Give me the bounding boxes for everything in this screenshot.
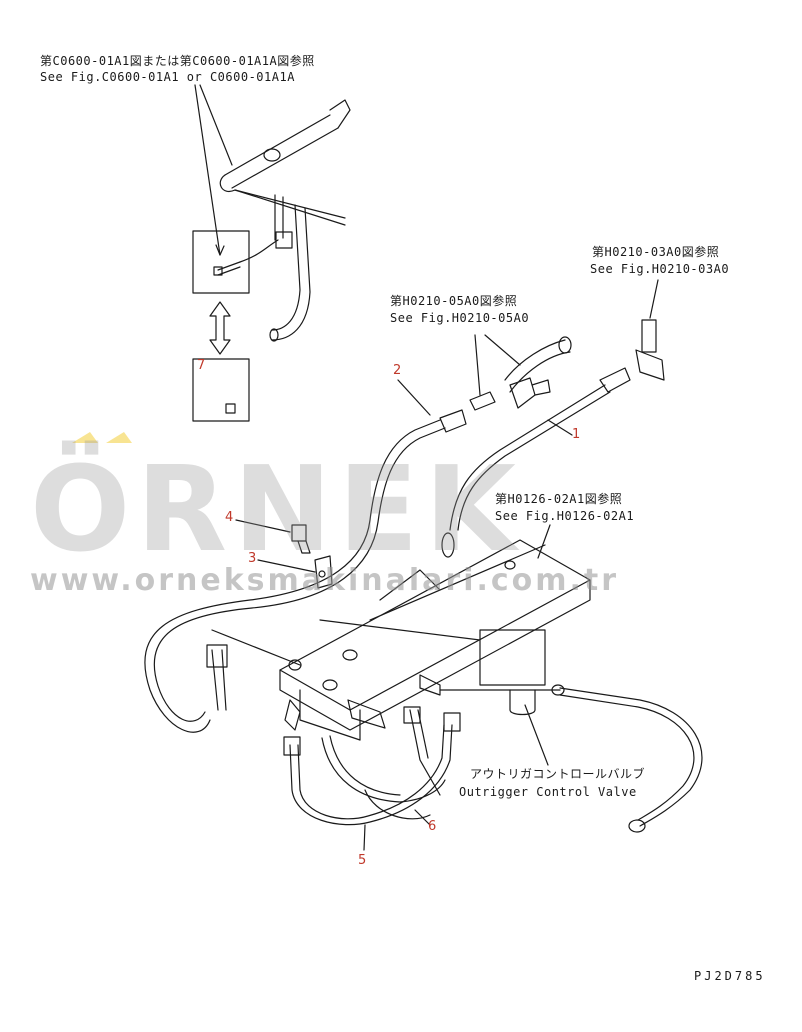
leader-frame [211, 629, 301, 666]
callout-top-left-en: See Fig.C0600-01A1 or C0600-01A1A [40, 70, 295, 84]
leader-top-left [194, 84, 233, 256]
part-number-6: 6 [428, 819, 437, 834]
hose-right [551, 684, 703, 833]
part-number-4: 4 [225, 510, 234, 525]
valve-plate [279, 539, 591, 731]
mid-fittings [469, 334, 572, 411]
callout-plate-jp: 第H0126-02A1図参照 [495, 492, 623, 506]
valve-body [284, 619, 561, 741]
callout-mid-en: See Fig.H0210-05A0 [390, 311, 530, 325]
callout-top-left-jp: 第C0600-01A1図または第C0600-01A1A図参照 [40, 54, 315, 68]
callout-top-right-jp: 第H0210-03A0図参照 [592, 245, 720, 259]
hose-2 [144, 409, 467, 733]
leader-valve [524, 704, 549, 766]
callout-valve-en: Outrigger Control Valve [459, 785, 637, 799]
leader-part-6 [414, 809, 431, 826]
double-arrow [209, 301, 231, 355]
drawing-code: PJ2D785 [694, 969, 766, 983]
watermark-url: www.orneksmakinalari.com.tr [30, 563, 620, 598]
leader-part-1 [547, 419, 573, 436]
part-number-7: 7 [197, 358, 206, 373]
part-number-3: 3 [248, 551, 257, 566]
watermark-accent [72, 432, 132, 443]
callout-mid-jp: 第H0210-05A0図参照 [390, 294, 518, 308]
hose-1 [441, 367, 631, 558]
callout-top-right-en: See Fig.H0210-03A0 [590, 262, 730, 276]
watermark-brand: ÖRNEK [30, 440, 522, 578]
clamp-bolt [291, 524, 333, 589]
part-number-2: 2 [393, 363, 402, 378]
frame-pipes [219, 99, 351, 342]
leader-part-5 [363, 824, 366, 851]
callout-plate-en: See Fig.H0126-02A1 [495, 509, 635, 523]
leader-part-2 [397, 379, 431, 416]
leader-part-4 [235, 519, 291, 533]
detail-box-lower [192, 358, 250, 422]
part-number-5: 5 [358, 853, 367, 868]
leader-part-3 [257, 559, 316, 573]
elbow-fitting [635, 279, 665, 381]
leader-plate [537, 524, 551, 559]
hoses-5-6 [283, 706, 461, 826]
detail-box-upper [192, 230, 293, 294]
part-number-1: 1 [572, 427, 581, 442]
callout-valve-jp: アウトリガコントロールバルブ [470, 767, 646, 781]
